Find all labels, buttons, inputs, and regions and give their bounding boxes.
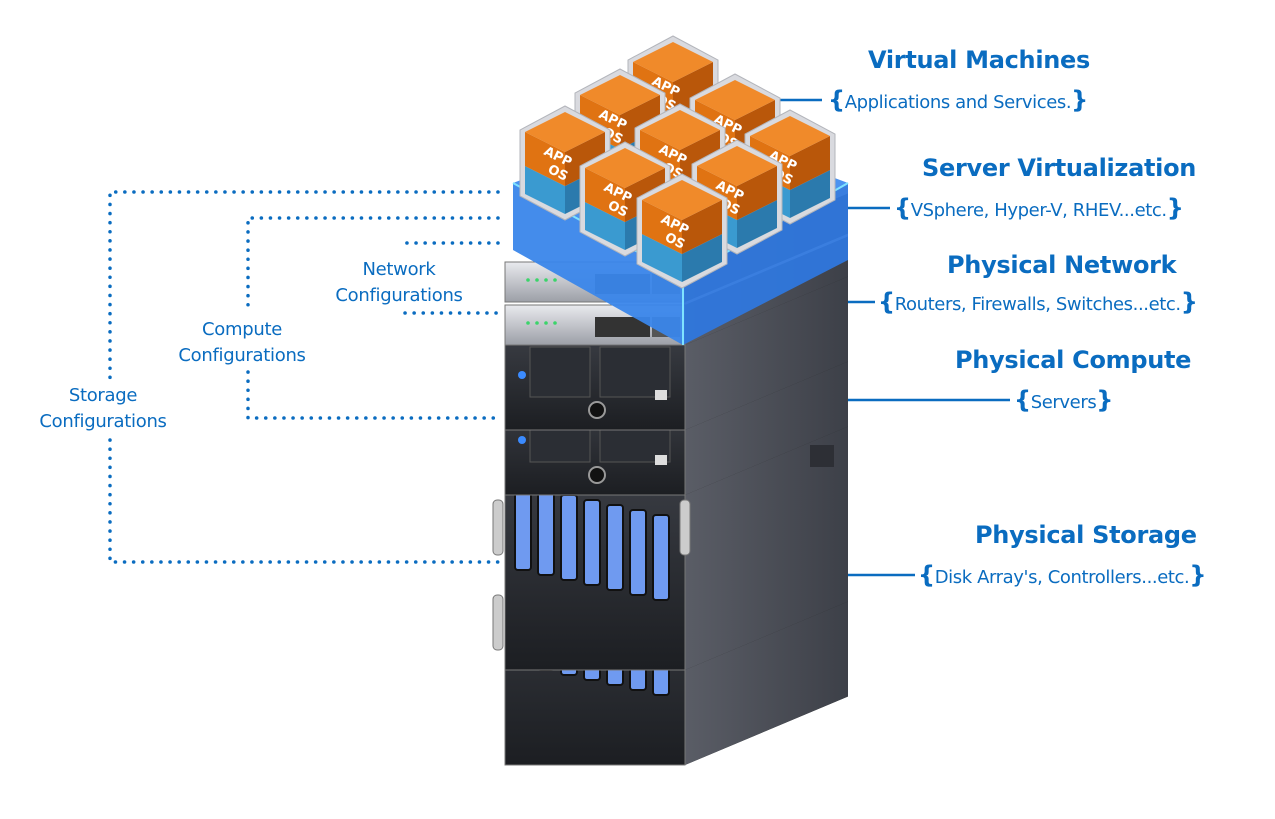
compute-server-stack — [504, 266, 848, 496]
port-led — [526, 321, 530, 325]
port-led — [535, 321, 539, 325]
layer-detail-server-virtualization: {VSphere, Hyper-V, RHEV...etc.} — [894, 194, 1184, 222]
layer-detail-physical-storage: {Disk Array's, Controllers...etc.} — [918, 561, 1207, 589]
layer-title-physical-network: Physical Network — [947, 251, 1177, 279]
rack-handle — [492, 499, 504, 556]
storage-config-connector — [108, 190, 500, 564]
layer-title-server-virtualization: Server Virtualization — [922, 154, 1197, 182]
vent-grille — [810, 445, 834, 467]
layer-title-physical-compute: Physical Compute — [955, 346, 1192, 374]
drive-bay — [599, 346, 671, 398]
ethernet-ports — [595, 317, 650, 337]
rack-handle — [679, 499, 691, 556]
layer-detail-physical-network: {Routers, Firewalls, Switches...etc.} — [878, 288, 1198, 316]
disk-drive — [652, 514, 670, 601]
layer-detail-physical-compute: {Servers} — [1014, 386, 1113, 414]
network-config-connector — [403, 241, 500, 315]
port-led — [544, 321, 548, 325]
port-led — [553, 321, 557, 325]
drive-bay — [529, 346, 591, 398]
disk-drive — [583, 499, 601, 586]
port-led — [535, 278, 539, 282]
port-led — [553, 278, 557, 282]
usb-port — [655, 455, 667, 465]
port-led — [526, 278, 530, 282]
status-led — [518, 371, 526, 379]
compute-config-connector — [246, 216, 500, 420]
disk-drive — [606, 504, 624, 591]
disk-drive — [537, 489, 555, 576]
status-led — [518, 436, 526, 444]
usb-port — [655, 390, 667, 400]
layer-title-virtual-machines: Virtual Machines — [868, 46, 1091, 74]
rack-handle — [492, 594, 504, 651]
disk-drive — [514, 484, 532, 571]
power-button — [588, 401, 606, 419]
disk-drive — [560, 494, 578, 581]
layer-detail-virtual-machines: {Applications and Services.} — [828, 86, 1088, 114]
disk-drive — [629, 509, 647, 596]
power-button — [588, 466, 606, 484]
layer-title-physical-storage: Physical Storage — [975, 521, 1197, 549]
port-led — [544, 278, 548, 282]
